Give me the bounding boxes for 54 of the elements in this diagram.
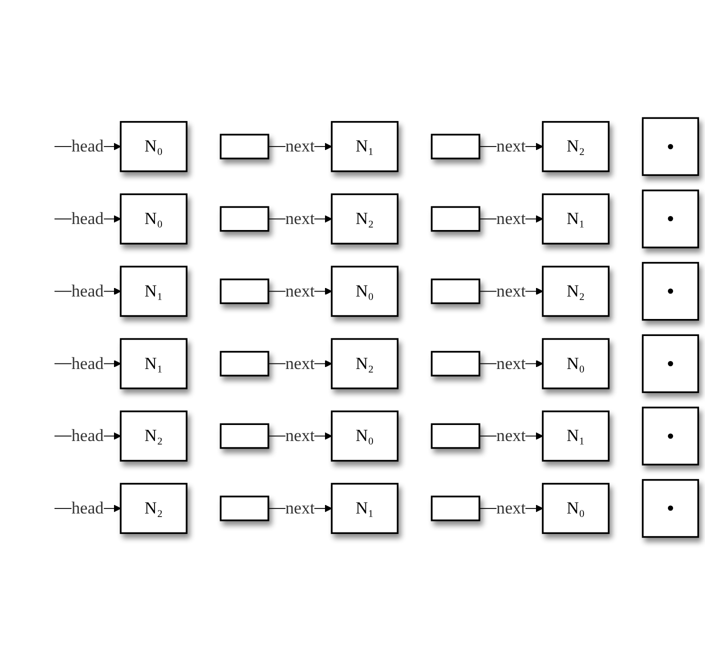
- node-box: N₁: [542, 193, 610, 244]
- edge-label: head: [72, 282, 104, 301]
- edge-label: head: [72, 210, 104, 228]
- edge-label: next: [496, 499, 526, 518]
- node-box: N₁: [120, 266, 188, 317]
- node-box: N₂: [330, 338, 399, 390]
- node-box: [220, 206, 270, 232]
- node-box: [220, 134, 270, 160]
- node-box: [430, 134, 480, 160]
- node-box: N₂: [120, 410, 188, 462]
- node-box: [220, 423, 270, 449]
- node-box: [430, 350, 480, 376]
- node-box: N₀: [542, 482, 610, 534]
- node-box: [430, 278, 480, 304]
- node-box: N₁: [330, 482, 399, 534]
- node-box: N₀: [330, 266, 399, 317]
- node-box: N₁: [330, 121, 399, 172]
- node-box: •: [642, 334, 700, 394]
- edge-label: head: [72, 499, 104, 518]
- node-box: •: [642, 262, 700, 321]
- edge-label: next: [496, 426, 526, 446]
- node-box: N₂: [542, 121, 610, 172]
- node-box: [430, 206, 480, 232]
- edge-label: next: [496, 282, 526, 301]
- node-box: [220, 350, 270, 376]
- edge-label: next: [285, 354, 315, 374]
- edge-label: head: [72, 426, 104, 446]
- edge-label: head: [72, 354, 104, 374]
- edge-label: next: [285, 282, 315, 301]
- node-box: [220, 496, 270, 522]
- node-box: N₀: [120, 193, 188, 244]
- node-box: •: [642, 190, 700, 248]
- node-box: N₂: [120, 482, 188, 534]
- edge-label: next: [285, 426, 315, 446]
- edge-label: next: [496, 354, 526, 374]
- node-box: [430, 496, 480, 522]
- edge-label: head: [72, 137, 104, 156]
- edge-label: next: [496, 210, 526, 228]
- node-box: N₀: [542, 338, 610, 390]
- edge-label: next: [285, 499, 315, 518]
- node-box: N₁: [120, 338, 188, 390]
- node-box: •: [642, 479, 700, 538]
- edge-label: next: [496, 137, 526, 156]
- node-box: N₂: [330, 193, 399, 244]
- edge-label: next: [285, 210, 315, 228]
- node-box: •: [642, 117, 700, 176]
- edge-label: next: [285, 137, 315, 156]
- node-box: [220, 278, 270, 304]
- node-box: N₀: [120, 121, 188, 172]
- node-box: •: [642, 406, 700, 466]
- node-box: N₂: [542, 266, 610, 317]
- node-box: N₁: [542, 410, 610, 462]
- node-box: [430, 423, 480, 449]
- node-box: N₀: [330, 410, 399, 462]
